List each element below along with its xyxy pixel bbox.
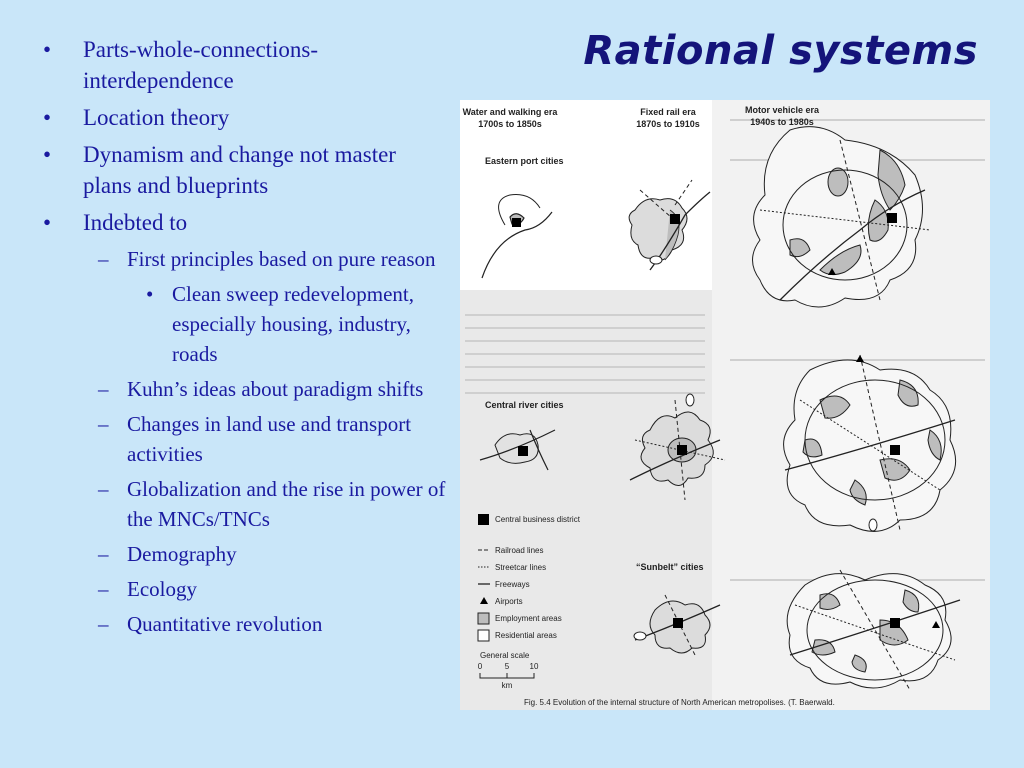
bullet-item: Location theory — [40, 102, 450, 133]
bullet-item: Parts-whole-connections-interdependence — [40, 34, 450, 96]
figure-panel — [460, 100, 712, 290]
legend-label: Airports — [495, 597, 523, 606]
legend-label: Residential areas — [495, 631, 557, 640]
metropolis-evolution-figure: Water and walking era 1700s to 1850s Fix… — [460, 100, 990, 710]
map-central-water-era — [479, 429, 556, 471]
row-label: Central river cities — [485, 400, 564, 410]
map-eastern-motor-era — [752, 126, 931, 308]
map-eastern-rail-era — [628, 179, 711, 271]
legend-label: Central business district — [495, 515, 581, 524]
figure-legend: Central business district Railroad lines… — [477, 514, 581, 642]
legend-symbol-employment — [477, 612, 490, 625]
sub-bullet-item: Demography — [40, 539, 450, 569]
bullet-list: Parts-whole-connections-interdependence … — [40, 34, 450, 644]
legend-label: Employment areas — [495, 614, 562, 623]
figure-drawing: Water and walking era 1700s to 1850s Fix… — [460, 100, 990, 710]
sub-sub-bullet-item: Clean sweep redevelopment, especially ho… — [40, 279, 450, 369]
row-label: “Sunbelt” cities — [636, 562, 704, 572]
scale-tick-label: 5 — [505, 662, 510, 671]
map-central-rail-era — [629, 393, 726, 501]
sub-bullet-item: Globalization and the rise in power of t… — [40, 474, 450, 534]
scale-tick-label: 0 — [478, 662, 483, 671]
era-years: 1940s to 1980s — [750, 117, 814, 127]
legend-symbol-cbd — [478, 514, 489, 525]
legend-symbol-residential — [477, 629, 490, 642]
map-eastern-water-era — [481, 194, 553, 279]
row-label: Eastern port cities — [485, 156, 564, 166]
scale-unit: km — [502, 681, 513, 690]
bullet-item: Dynamism and change not master plans and… — [40, 139, 450, 201]
era-name: Motor vehicle era — [745, 105, 820, 115]
scale-bar — [479, 673, 535, 679]
sub-bullet-item: Quantitative revolution — [40, 609, 450, 639]
legend-label: Freeways — [495, 580, 530, 589]
era-name: Fixed rail era — [640, 107, 697, 117]
sub-bullet-item: Kuhn’s ideas about paradigm shifts — [40, 374, 450, 404]
bullet-item: Indebted to — [40, 207, 450, 238]
sub-bullet-item: Changes in land use and transport activi… — [40, 409, 450, 469]
scale-tick-label: 10 — [530, 662, 539, 671]
sub-bullet-item: First principles based on pure reason — [40, 244, 450, 274]
scale-title: General scale — [480, 651, 530, 660]
era-years: 1700s to 1850s — [478, 119, 542, 129]
sub-bullet-item: Ecology — [40, 574, 450, 604]
map-sunbelt-rail-era — [633, 594, 721, 656]
map-central-motor-era — [783, 354, 957, 532]
map-sunbelt-motor-era — [786, 569, 961, 691]
era-years: 1870s to 1910s — [636, 119, 700, 129]
general-scale: General scale 0 5 10 km — [478, 651, 539, 690]
figure-caption: Fig. 5.4 Evolution of the internal struc… — [524, 698, 835, 707]
legend-symbol-airport — [480, 597, 488, 604]
legend-label: Streetcar lines — [495, 563, 546, 572]
slide-title: Rational systems — [583, 28, 978, 74]
legend-label: Railroad lines — [495, 546, 543, 555]
era-name: Water and walking era — [463, 107, 559, 117]
